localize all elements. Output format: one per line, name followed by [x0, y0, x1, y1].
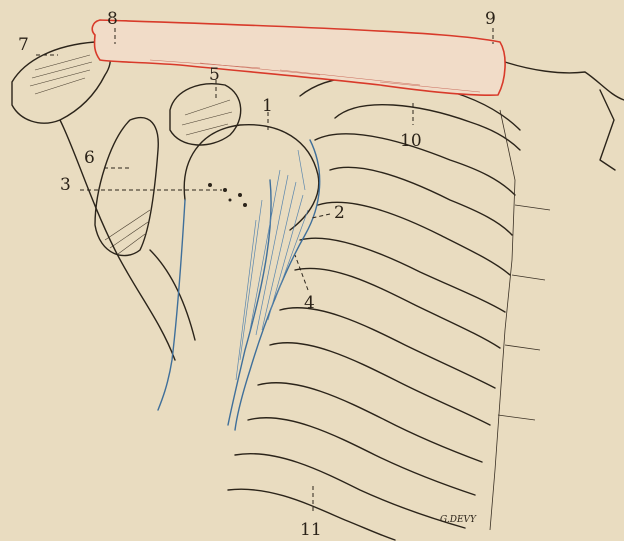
scapula-blade — [60, 120, 195, 360]
label-8: 8 — [107, 9, 118, 29]
bicipital-groove — [228, 180, 271, 425]
label-4: 4 — [304, 293, 315, 313]
label-9: 9 — [485, 9, 496, 29]
clavicle-outline — [92, 20, 505, 95]
rib-3-lower — [300, 238, 505, 312]
rib-4 — [295, 268, 500, 348]
rib-1-lower — [335, 105, 520, 150]
ribcage — [228, 77, 550, 540]
clavicle — [92, 20, 505, 95]
glenoid-shading — [182, 100, 232, 135]
acromion-shading — [30, 55, 92, 94]
tuberosity-dot — [243, 203, 247, 207]
tuberosity-dot — [223, 188, 227, 192]
label-1: 1 — [262, 96, 273, 116]
rib-6 — [248, 418, 475, 495]
artist-signature: G.DEVY — [440, 515, 477, 525]
leader-4 — [295, 255, 308, 290]
rib-2-lower — [330, 167, 512, 235]
tuberosity-dot — [238, 193, 242, 197]
rib-6-lower — [235, 454, 465, 528]
coracoid-shading — [105, 210, 150, 254]
sternum-edge — [490, 110, 515, 530]
label-6: 6 — [84, 148, 95, 168]
label-2: 2 — [334, 203, 345, 223]
tuberosity-dot — [229, 199, 232, 202]
label-3: 3 — [60, 175, 71, 195]
rib-5 — [270, 343, 490, 425]
label-5: 5 — [209, 65, 220, 85]
label-7: 7 — [18, 35, 29, 55]
tuberosity-dot — [208, 183, 212, 187]
body-contour — [505, 62, 624, 170]
glenoid-cavity — [170, 84, 241, 145]
rib-5-lower — [258, 383, 482, 462]
coracoid-process — [95, 118, 158, 256]
costal-cartilage — [498, 205, 550, 420]
scapula — [12, 42, 241, 360]
humerus-shaft-medial — [158, 200, 185, 410]
label-11: 11 — [300, 520, 322, 540]
label-10: 10 — [400, 131, 422, 151]
humerus-head-outline — [184, 125, 319, 230]
